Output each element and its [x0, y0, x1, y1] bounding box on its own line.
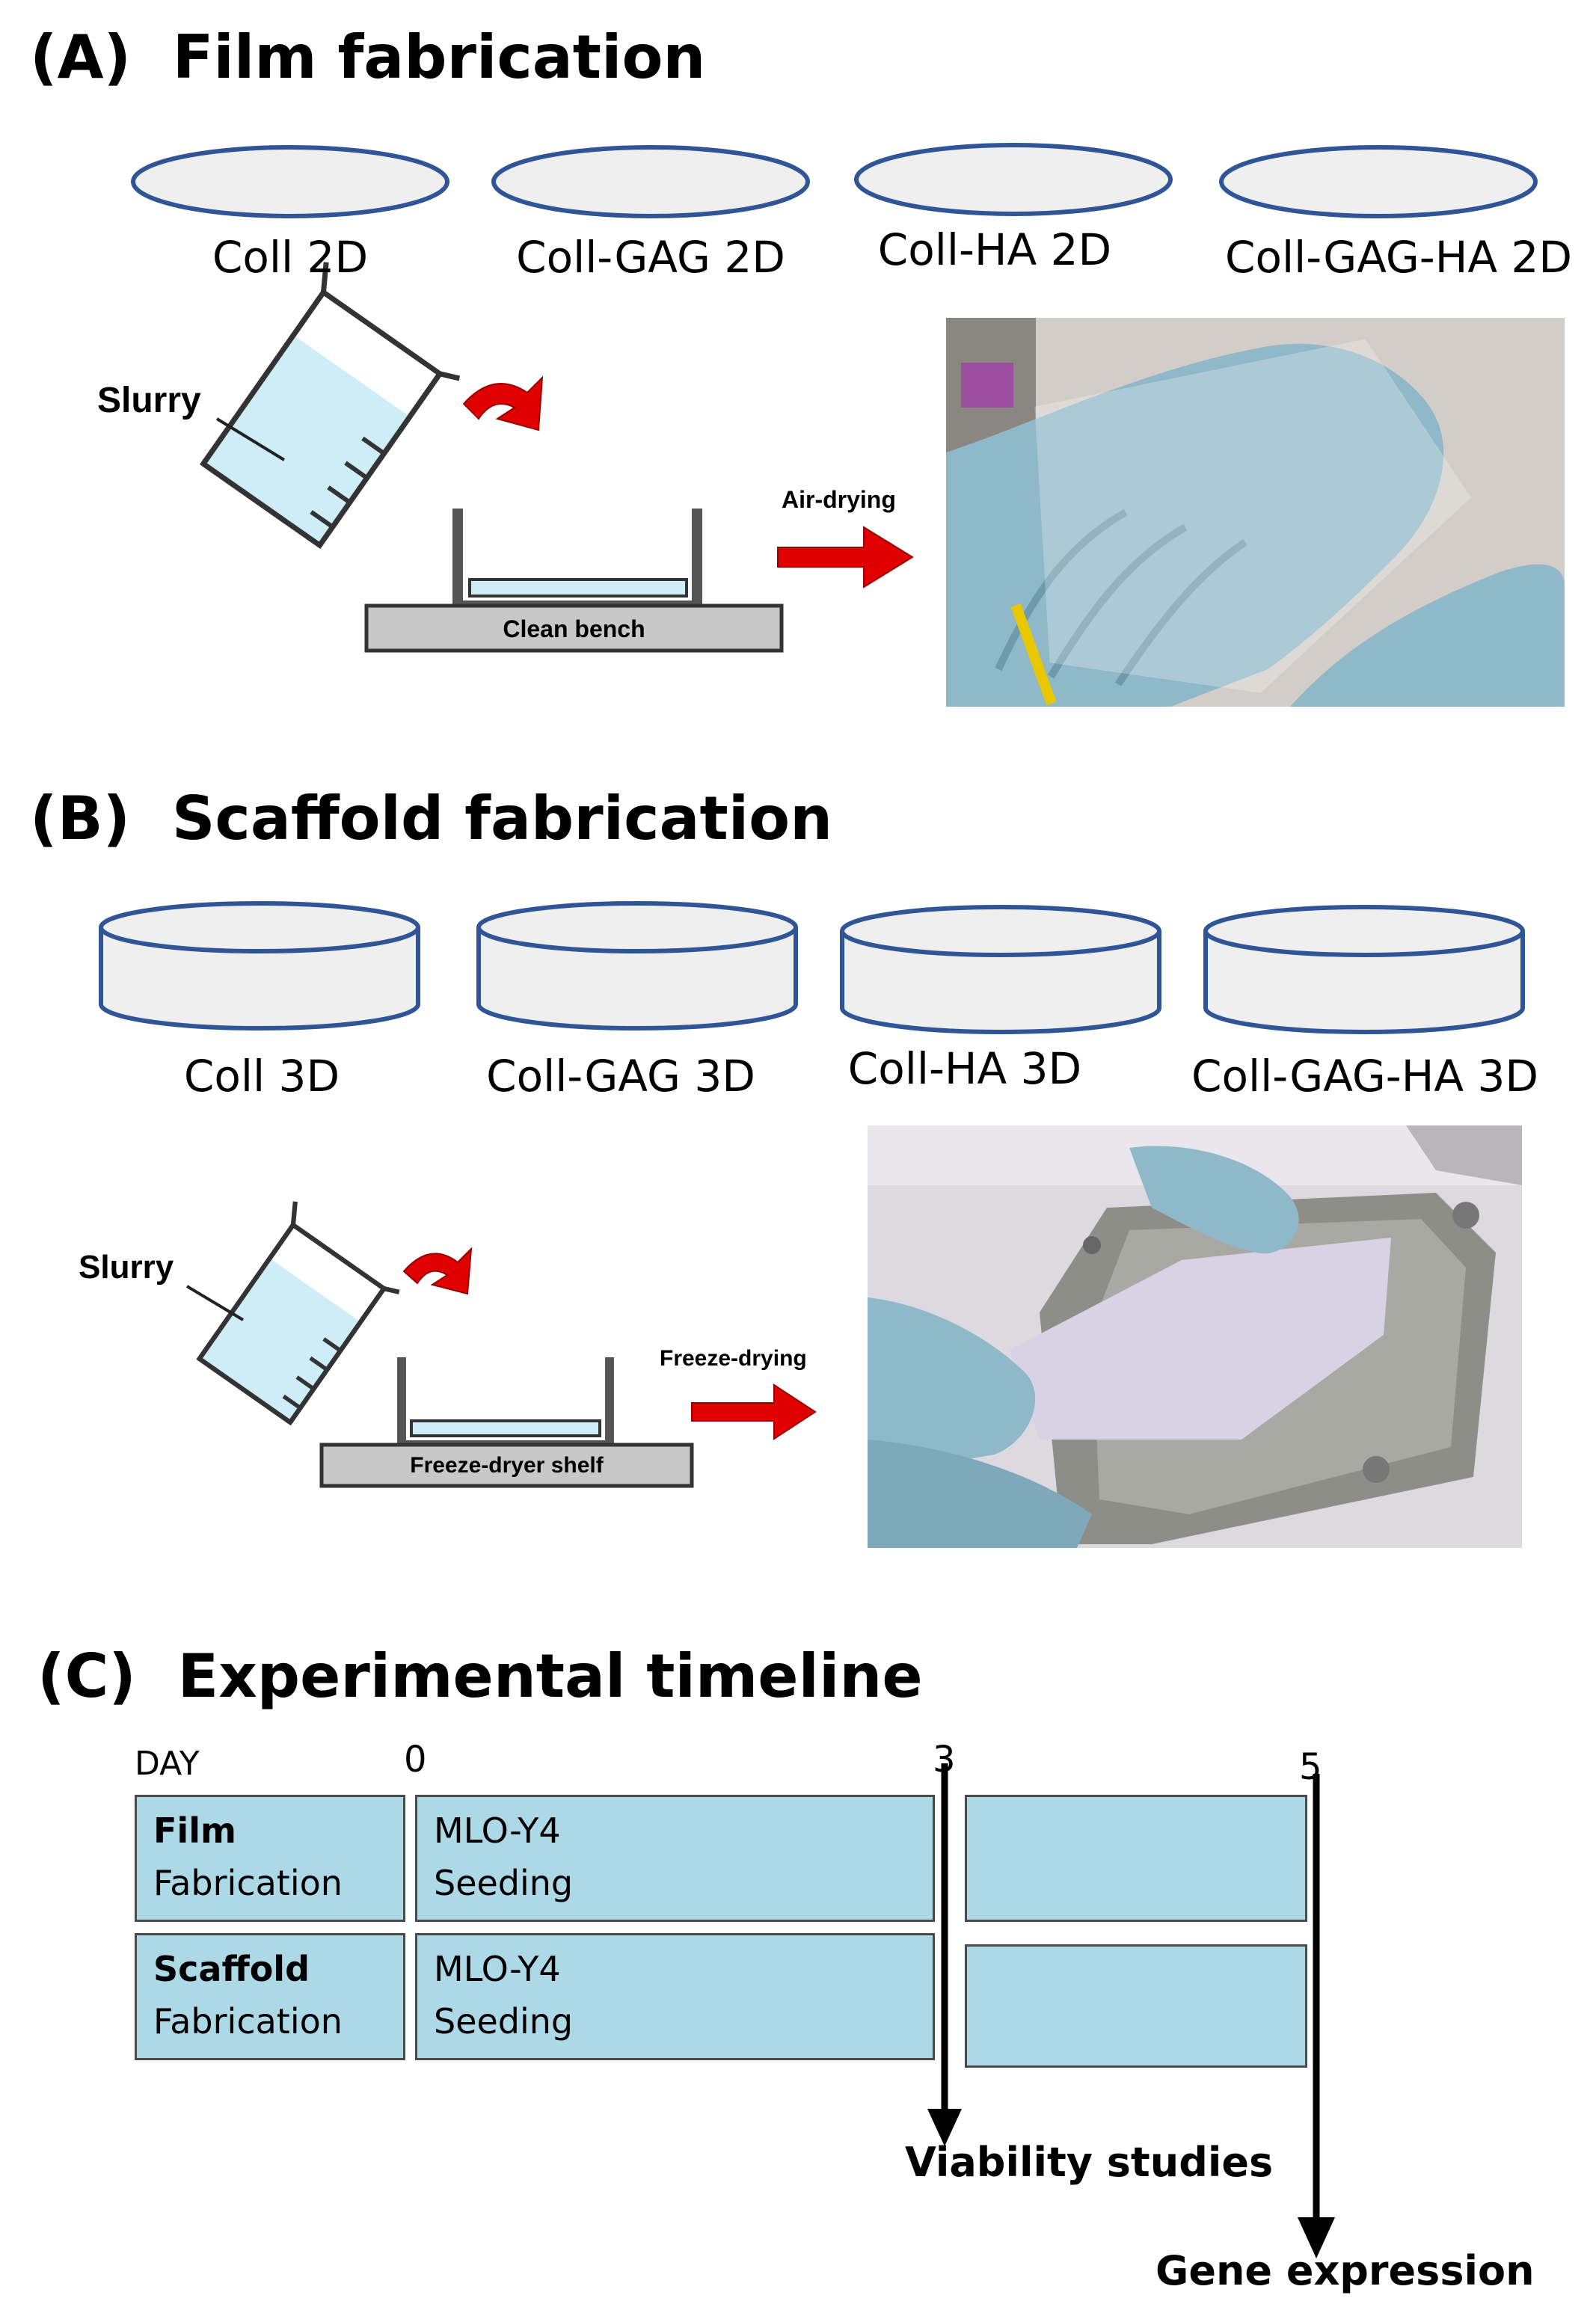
beaker-a: [200, 262, 461, 550]
shelf-b: [319, 1443, 694, 1488]
section-a-letter: (A): [30, 22, 132, 92]
film-dish-label-4: Coll-GAG-HA 2D: [1224, 232, 1573, 283]
section-a-title: Film fabrication: [172, 22, 706, 92]
section-c-title: Experimental timeline: [177, 1641, 923, 1711]
process-arrow-a: [777, 526, 914, 589]
slurry-label-b: Slurry: [79, 1249, 174, 1285]
slurry-pointer-a: [215, 417, 286, 461]
section-a-heading: (A) Film fabrication: [30, 22, 705, 92]
scaffold-dish-label-3: Coll-HA 3D: [847, 1043, 1082, 1094]
process-label-a: Air-drying: [782, 486, 896, 513]
section-b-title: Scaffold fabrication: [171, 784, 833, 853]
film-dish-2: [491, 145, 810, 218]
film-dish-3: [854, 143, 1173, 216]
film-photo: [946, 318, 1565, 707]
day-tick-3: 3: [933, 1739, 956, 1781]
scaffold-culture-cell: [965, 1944, 1307, 2068]
scaffold-cell-line: MLO-Y4: [434, 1949, 561, 1989]
film-dish-1: [131, 145, 449, 218]
film-seeding-action: Seeding: [434, 1863, 574, 1903]
scaffold-dish-label-1: Coll 3D: [183, 1051, 340, 1102]
section-c-letter: (C): [37, 1641, 136, 1711]
film-dish-4: [1219, 145, 1538, 218]
film-row-name: Film: [153, 1810, 236, 1851]
shelf-label-b: Freeze-dryer shelf: [410, 1453, 604, 1478]
pour-arrow-b: [402, 1247, 473, 1295]
mould-slurry-b: [410, 1419, 601, 1437]
scaffold-row-name: Scaffold: [153, 1949, 310, 1989]
film-cell-line: MLO-Y4: [434, 1810, 561, 1851]
viability-studies-label: Viability studies: [905, 2139, 1274, 2186]
film-dish-label-3: Coll-HA 2D: [877, 224, 1112, 275]
section-c-heading: (C) Experimental timeline: [37, 1641, 923, 1711]
scaffold-dish-4: [1203, 905, 1525, 1034]
pour-arrow-a: [462, 375, 544, 431]
process-arrow-b: [691, 1383, 817, 1440]
scaffold-seeding-cell: MLO-Y4 Seeding: [415, 1933, 935, 2060]
beaker-b: [196, 1201, 400, 1426]
bench-a: [364, 603, 784, 653]
day3-arrow-head: [927, 2109, 962, 2146]
day-tick-0: 0: [404, 1739, 427, 1781]
process-label-b: Freeze-drying: [660, 1346, 807, 1371]
section-b-heading: (B) Scaffold fabrication: [30, 784, 832, 853]
bench-label-a: Clean bench: [503, 615, 645, 642]
mould-slurry-a: [468, 578, 688, 598]
slurry-label-a: Slurry: [97, 381, 201, 420]
day5-arrow-head: [1298, 2217, 1335, 2258]
scaffold-photo: [868, 1125, 1522, 1548]
scaffold-fabrication-cell: Scaffold Fabrication: [135, 1933, 405, 2060]
section-b-letter: (B): [30, 784, 131, 853]
scaffold-seeding-action: Seeding: [434, 2001, 574, 2042]
film-dish-label-1: Coll 2D: [212, 232, 369, 283]
day-tick-5: 5: [1299, 1746, 1322, 1788]
film-dish-label-2: Coll-GAG 2D: [516, 232, 785, 283]
slurry-pointer-b: [185, 1285, 245, 1321]
scaffold-dish-label-2: Coll-GAG 3D: [486, 1051, 755, 1102]
scaffold-dish-2: [476, 901, 798, 1030]
film-fabrication-cell: Film Fabrication: [135, 1795, 405, 1922]
film-seeding-cell: MLO-Y4 Seeding: [415, 1795, 935, 1922]
scaffold-row-step: Fabrication: [153, 2001, 343, 2042]
film-culture-cell: [965, 1795, 1307, 1922]
film-row-step: Fabrication: [153, 1863, 343, 1903]
day-label: DAY: [135, 1745, 200, 1783]
gene-expression-label: Gene expression: [1155, 2247, 1535, 2294]
scaffold-dish-1: [99, 901, 420, 1030]
scaffold-dish-label-4: Coll-GAG-HA 3D: [1191, 1051, 1539, 1102]
scaffold-dish-3: [840, 905, 1161, 1034]
